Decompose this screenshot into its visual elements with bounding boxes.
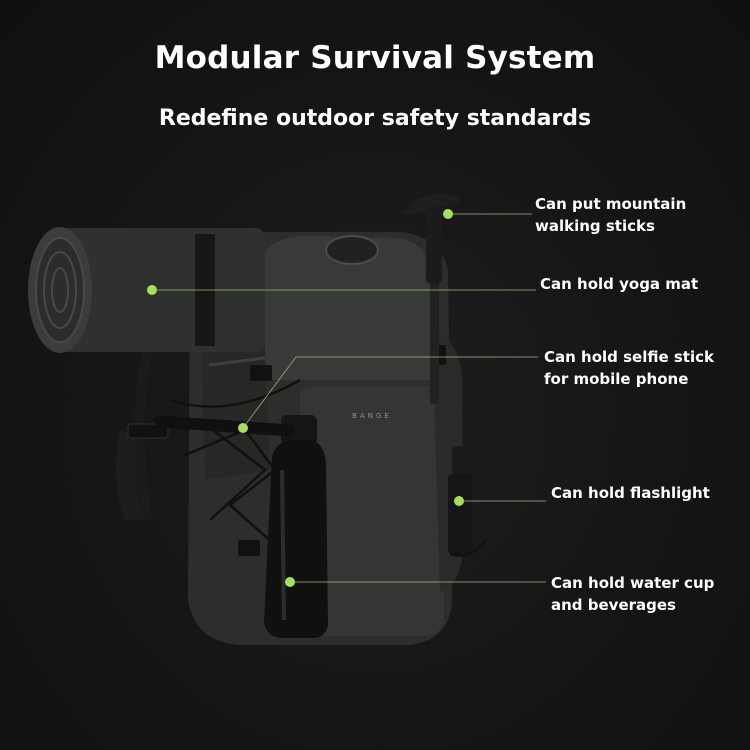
flashlight xyxy=(448,446,488,557)
callout-line: Can hold flashlight xyxy=(551,484,710,502)
water-bottle xyxy=(264,415,328,638)
callout-line: and beverages xyxy=(551,596,676,614)
selfie-stick xyxy=(155,415,295,437)
callout-water-cup: Can hold water cup and beverages xyxy=(551,572,714,616)
callout-walking-sticks: Can put mountain walking sticks xyxy=(535,193,686,237)
page-subtitle: Redefine outdoor safety standards xyxy=(158,106,592,131)
callout-line: walking sticks xyxy=(535,217,655,235)
callout-line: Can hold selfie stick xyxy=(544,348,714,366)
marker-walking-stick xyxy=(443,209,453,219)
callout-flashlight: Can hold flashlight xyxy=(551,482,710,504)
callout-line: for mobile phone xyxy=(544,370,689,388)
callout-markers xyxy=(147,209,464,587)
backpack-body: BANGE xyxy=(116,232,462,645)
callout-line: Can hold water cup xyxy=(551,574,715,592)
marker-flashlight xyxy=(454,496,464,506)
callout-line: Can hold yoga mat xyxy=(540,275,699,293)
marker-selfie-stick xyxy=(238,423,248,433)
marker-yoga-mat xyxy=(147,285,157,295)
page-title: Modular Survival System xyxy=(154,40,596,76)
callout-line: Can put mountain xyxy=(535,195,687,213)
callout-leaders xyxy=(152,213,546,583)
brand-mark: BANGE xyxy=(352,412,392,420)
marker-water-bottle xyxy=(285,577,295,587)
callout-yoga-mat: Can hold yoga mat xyxy=(540,273,698,295)
callout-selfie-stick: Can hold selfie stick for mobile phone xyxy=(544,346,714,390)
walking-stick xyxy=(402,193,460,404)
